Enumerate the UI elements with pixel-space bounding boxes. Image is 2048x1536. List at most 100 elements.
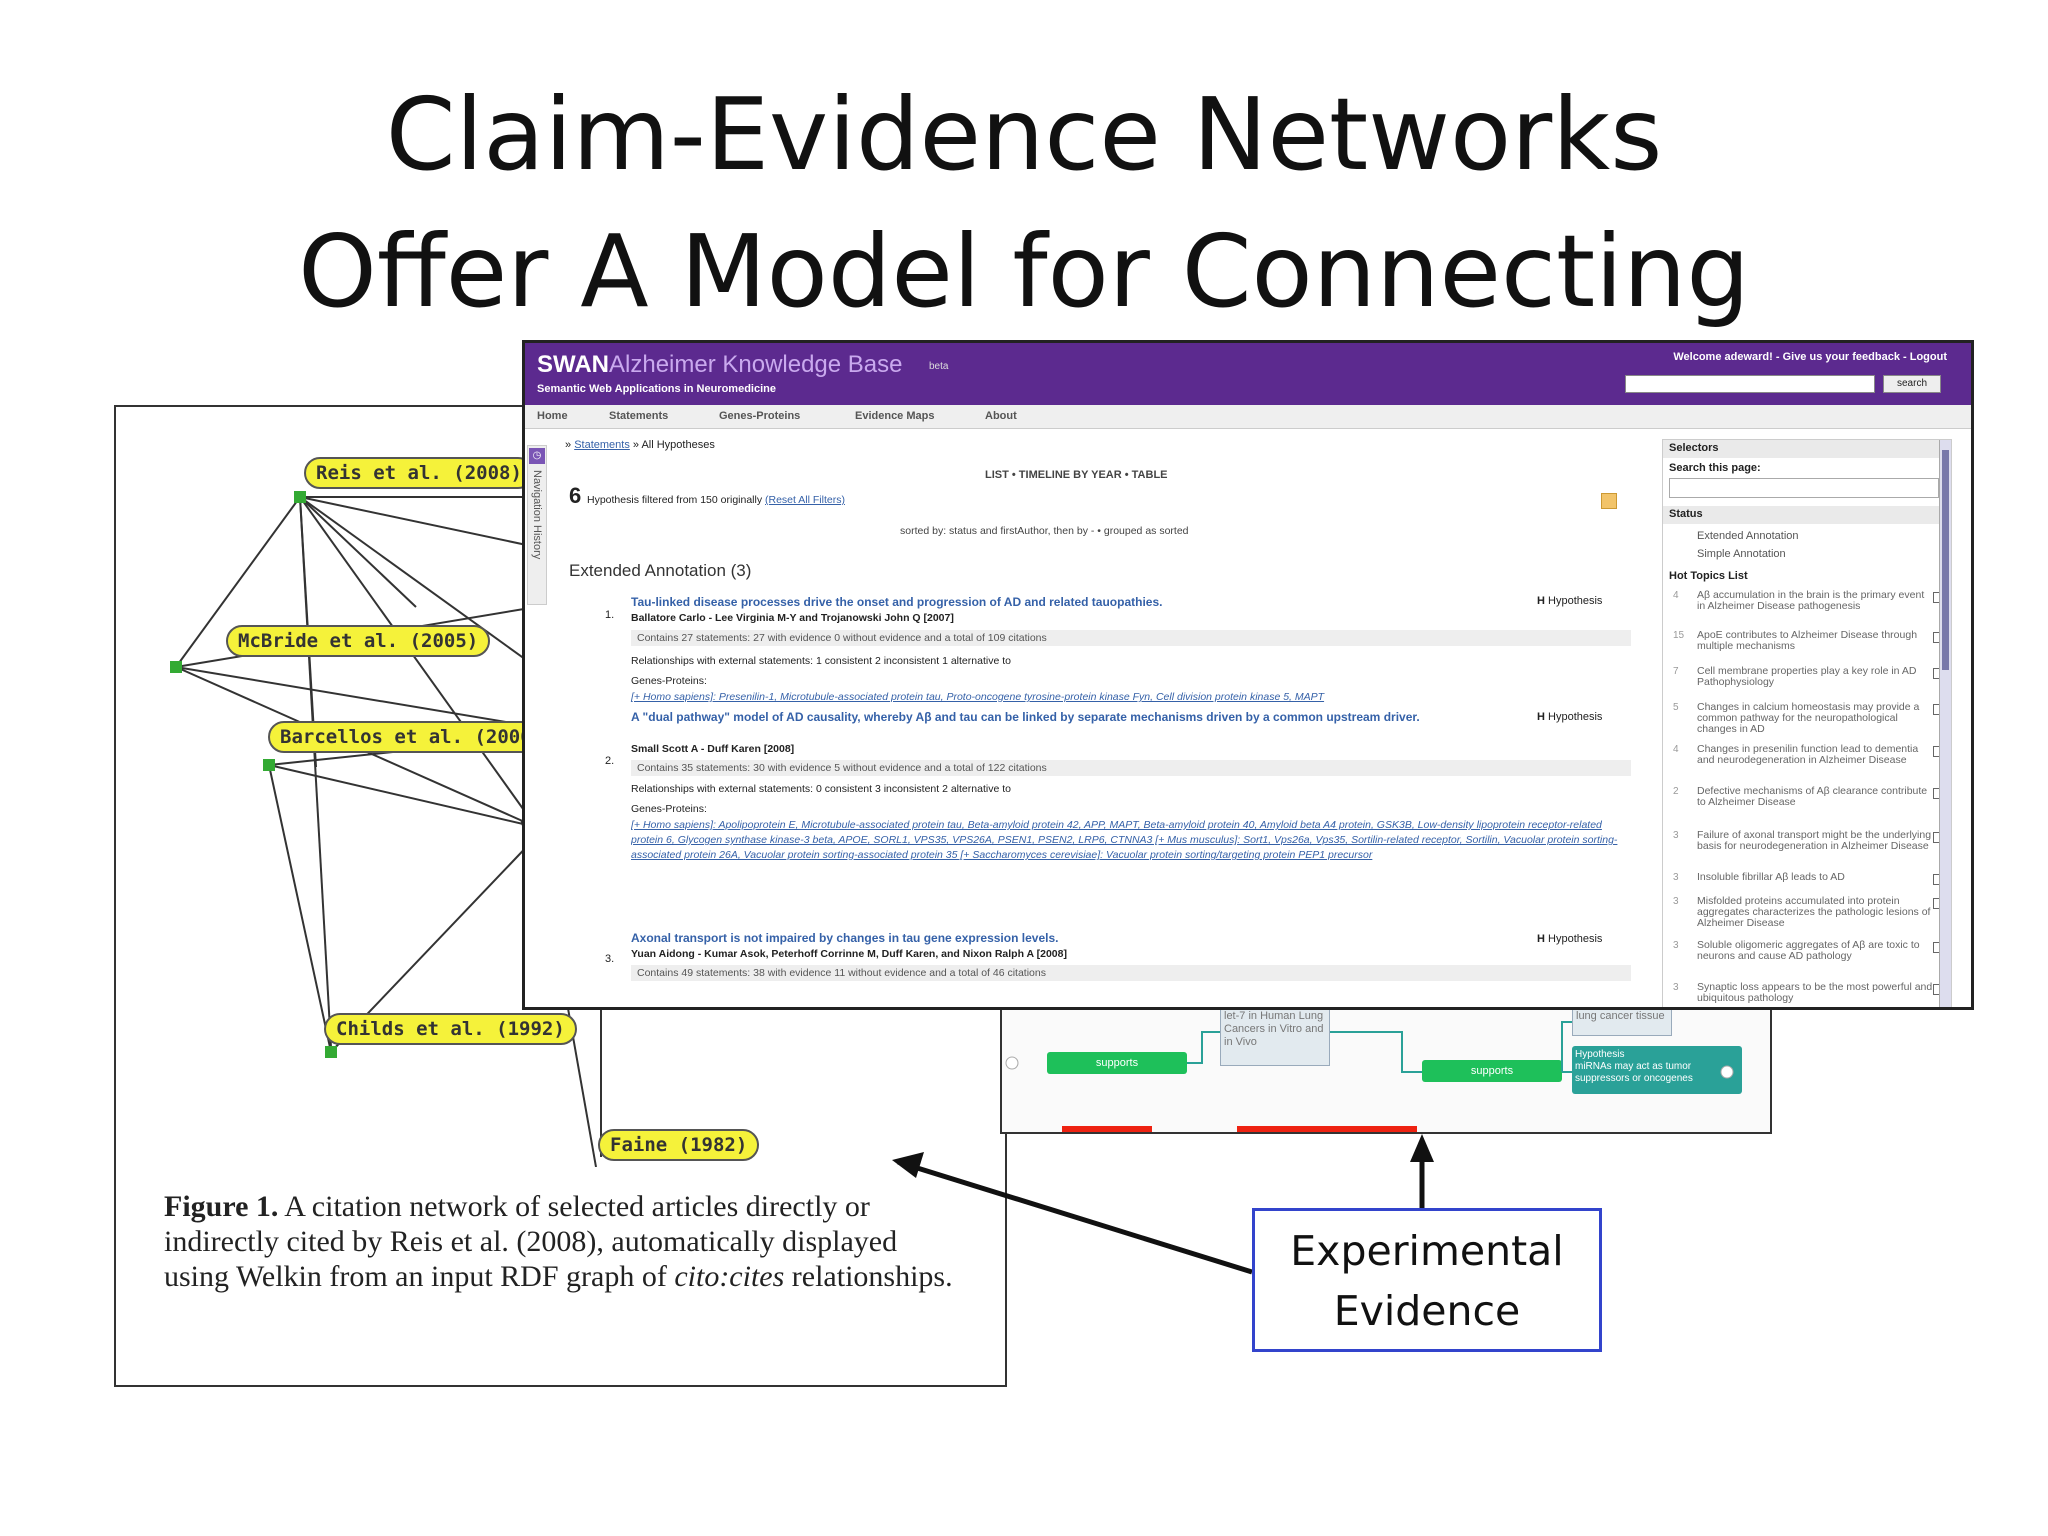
hot-topic-item[interactable]: Failure of axonal transport might be the… — [1697, 829, 1932, 852]
swan-logo[interactable]: SWAN — [537, 351, 609, 378]
breadcrumb-statements-link[interactable]: Statements — [574, 439, 630, 451]
hypothesis-3-type: H Hypothesis — [1537, 933, 1602, 945]
navigation-history-tab[interactable]: ◷ Navigation History — [527, 445, 547, 605]
figure-caption-end: relationships. — [791, 1260, 953, 1293]
hypothesis-2-num: 2. — [605, 755, 615, 767]
hypothesis-1-type-label: Hypothesis — [1548, 595, 1603, 607]
hypothesis-1-title[interactable]: Tau-linked disease processes drive the o… — [631, 595, 1163, 609]
hypothesis-3-type-label: Hypothesis — [1548, 933, 1603, 945]
citation-node-reis: Reis et al. (2008) — [304, 457, 534, 489]
hypothesis-1-authors: Ballatore Carlo - Lee Virginia M-Y and T… — [631, 612, 954, 624]
evidence-map-source-box: let-7 in Human Lung Cancers in Vitro and… — [1220, 1006, 1330, 1066]
hot-topic-count: 4 — [1673, 590, 1679, 601]
hypothesis-count: 6 — [569, 483, 582, 508]
swan-app-name: Alzheimer Knowledge Base — [609, 351, 903, 378]
hypothesis-3-authors: Yuan Aidong - Kumar Asok, Peterhoff Corr… — [631, 948, 1067, 960]
experimental-evidence-callout: Experimental Evidence — [1252, 1208, 1602, 1352]
count-text: Hypothesis filtered from 150 originally — [587, 494, 763, 506]
hypothesis-2-title[interactable]: A "dual pathway" model of AD causality, … — [631, 710, 1420, 724]
callout-line1: Experimental — [1290, 1227, 1564, 1275]
hypothesis-node[interactable]: Hypothesis miRNAs may act as tumor suppr… — [1572, 1046, 1742, 1094]
hot-topics-header: Hot Topics List — [1663, 568, 1951, 586]
hot-topic-count: 3 — [1673, 830, 1679, 841]
hypothesis-1-num: 1. — [605, 609, 615, 621]
hypothesis-1-relationships[interactable]: Relationships with external statements: … — [631, 655, 1011, 667]
hot-topic-item[interactable]: ApoE contributes to Alzheimer Disease th… — [1697, 629, 1918, 652]
breadcrumb: » Statements » All Hypotheses — [565, 439, 715, 451]
status-header: Status — [1663, 506, 1951, 524]
hot-topic-item[interactable]: Changes in presenilin function lead to d… — [1697, 743, 1919, 766]
nav-genes-proteins[interactable]: Genes-Proteins — [719, 410, 801, 422]
status-simple-annotation[interactable]: Simple Annotation — [1697, 548, 1786, 560]
status-extended-annotation[interactable]: Extended Annotation — [1697, 530, 1799, 542]
swan-nav-bar: Home Statements Genes-Proteins Evidence … — [525, 405, 1971, 429]
search-page-input[interactable] — [1669, 478, 1939, 498]
hot-topic-count: 4 — [1673, 744, 1679, 755]
view-mode-tabs[interactable]: LIST • TIMELINE BY YEAR • TABLE — [985, 469, 1168, 481]
swan-search-button[interactable]: search — [1883, 375, 1941, 393]
evidence-map-red-bar-1 — [1062, 1126, 1152, 1132]
hot-topic-item[interactable]: Soluble oligomeric aggregates of Aβ are … — [1697, 939, 1920, 962]
reset-filters-link[interactable]: (Reset All Filters) — [765, 494, 845, 506]
figure-caption-label: Figure 1. — [164, 1190, 279, 1223]
hot-topic-count: 5 — [1673, 702, 1679, 713]
swan-header: SWAN Alzheimer Knowledge Base beta Seman… — [525, 343, 1971, 405]
supports-connector-1[interactable]: supports — [1047, 1052, 1187, 1074]
swan-welcome-links[interactable]: Welcome adeward! - Give us your feedback… — [1673, 351, 1947, 363]
hot-topic-count: 3 — [1673, 982, 1679, 993]
hot-topic-item[interactable]: Aβ accumulation in the brain is the prim… — [1697, 589, 1925, 612]
hypothesis-2-statements[interactable]: Contains 35 statements: 30 with evidence… — [637, 762, 1047, 774]
hot-topic-count: 15 — [1673, 630, 1685, 641]
hypothesis-3-num: 3. — [605, 953, 615, 965]
hot-topic-item[interactable]: Insoluble fibrillar Aβ leads to AD — [1697, 871, 1845, 883]
nav-home[interactable]: Home — [537, 410, 568, 422]
citation-node-mcbride: McBride et al. (2005) — [226, 625, 491, 657]
sidebar-scrollbar[interactable] — [1939, 440, 1951, 1007]
hypothesis-2-genes[interactable]: [+ Homo sapiens]: Apolipoprotein E, Micr… — [631, 819, 1618, 861]
figure-caption-text: A citation network of selected articles … — [164, 1190, 898, 1293]
hypothesis-type-icon: H — [1537, 595, 1545, 607]
hypothesis-3-title[interactable]: Axonal transport is not impaired by chan… — [631, 931, 1059, 945]
hypothesis-2-type-label: Hypothesis — [1548, 711, 1603, 723]
hypothesis-node-title: Hypothesis — [1575, 1049, 1625, 1060]
citation-node-barcellos: Barcellos et al. (2000) — [268, 721, 556, 753]
hot-topic-item[interactable]: Synaptic loss appears to be the most pow… — [1697, 981, 1933, 1004]
navigation-history-label: Navigation History — [531, 470, 543, 560]
swan-search-input[interactable] — [1625, 375, 1875, 393]
hypothesis-node-text: miRNAs may act as tumor suppressors or o… — [1575, 1061, 1693, 1084]
hot-topic-count: 3 — [1673, 940, 1679, 951]
sort-controls[interactable]: sorted by: status and firstAuthor, then … — [900, 525, 1189, 537]
hot-topic-count: 3 — [1673, 872, 1679, 883]
sidebar-scroll-thumb[interactable] — [1942, 450, 1949, 670]
supports-connector-2[interactable]: supports — [1422, 1060, 1562, 1082]
hypothesis-2-type: H Hypothesis — [1537, 711, 1602, 723]
figure-caption-term: cito:cites — [674, 1260, 785, 1293]
evidence-map-connectors — [1005, 1021, 1734, 1079]
hot-topic-count: 7 — [1673, 666, 1679, 677]
hot-topic-item[interactable]: Misfolded proteins accumulated into prot… — [1697, 895, 1931, 929]
export-icon[interactable] — [1601, 493, 1617, 509]
selectors-header[interactable]: Selectors — [1663, 440, 1951, 458]
hot-topic-item[interactable]: Changes in calcium homeostasis may provi… — [1697, 701, 1920, 735]
nav-statements[interactable]: Statements — [609, 410, 669, 422]
swan-knowledge-base-window: SWAN Alzheimer Knowledge Base beta Seman… — [522, 340, 1974, 1010]
figure-caption: Figure 1. A citation network of selected… — [164, 1189, 964, 1294]
hypothesis-1-genes-label: Genes-Proteins: — [631, 675, 707, 687]
swan-subtitle: Semantic Web Applications in Neuromedici… — [537, 383, 776, 395]
nav-about[interactable]: About — [985, 410, 1017, 422]
nav-evidence-maps[interactable]: Evidence Maps — [855, 410, 935, 422]
hypothesis-1-genes[interactable]: [+ Homo sapiens]: Presenilin-1, Microtub… — [631, 691, 1325, 703]
hypothesis-2-authors: Small Scott A - Duff Karen [2008] — [631, 743, 795, 755]
hypothesis-2-genes-label: Genes-Proteins: — [631, 803, 707, 815]
hypothesis-1-statements[interactable]: Contains 27 statements: 27 with evidence… — [637, 632, 1047, 644]
hot-topic-item[interactable]: Defective mechanisms of Aβ clearance con… — [1697, 785, 1928, 808]
hypothesis-3-statements[interactable]: Contains 49 statements: 38 with evidence… — [637, 967, 1046, 979]
search-page-label: Search this page: — [1669, 462, 1761, 474]
hot-topic-item[interactable]: Cell membrane properties play a key role… — [1697, 665, 1917, 688]
hypothesis-type-icon: H — [1537, 711, 1545, 723]
hypothesis-2-relationships[interactable]: Relationships with external statements: … — [631, 783, 1011, 795]
breadcrumb-current: » All Hypotheses — [632, 439, 715, 451]
hypothesis-type-icon: H — [1537, 933, 1545, 945]
swan-beta-tag: beta — [929, 361, 949, 372]
